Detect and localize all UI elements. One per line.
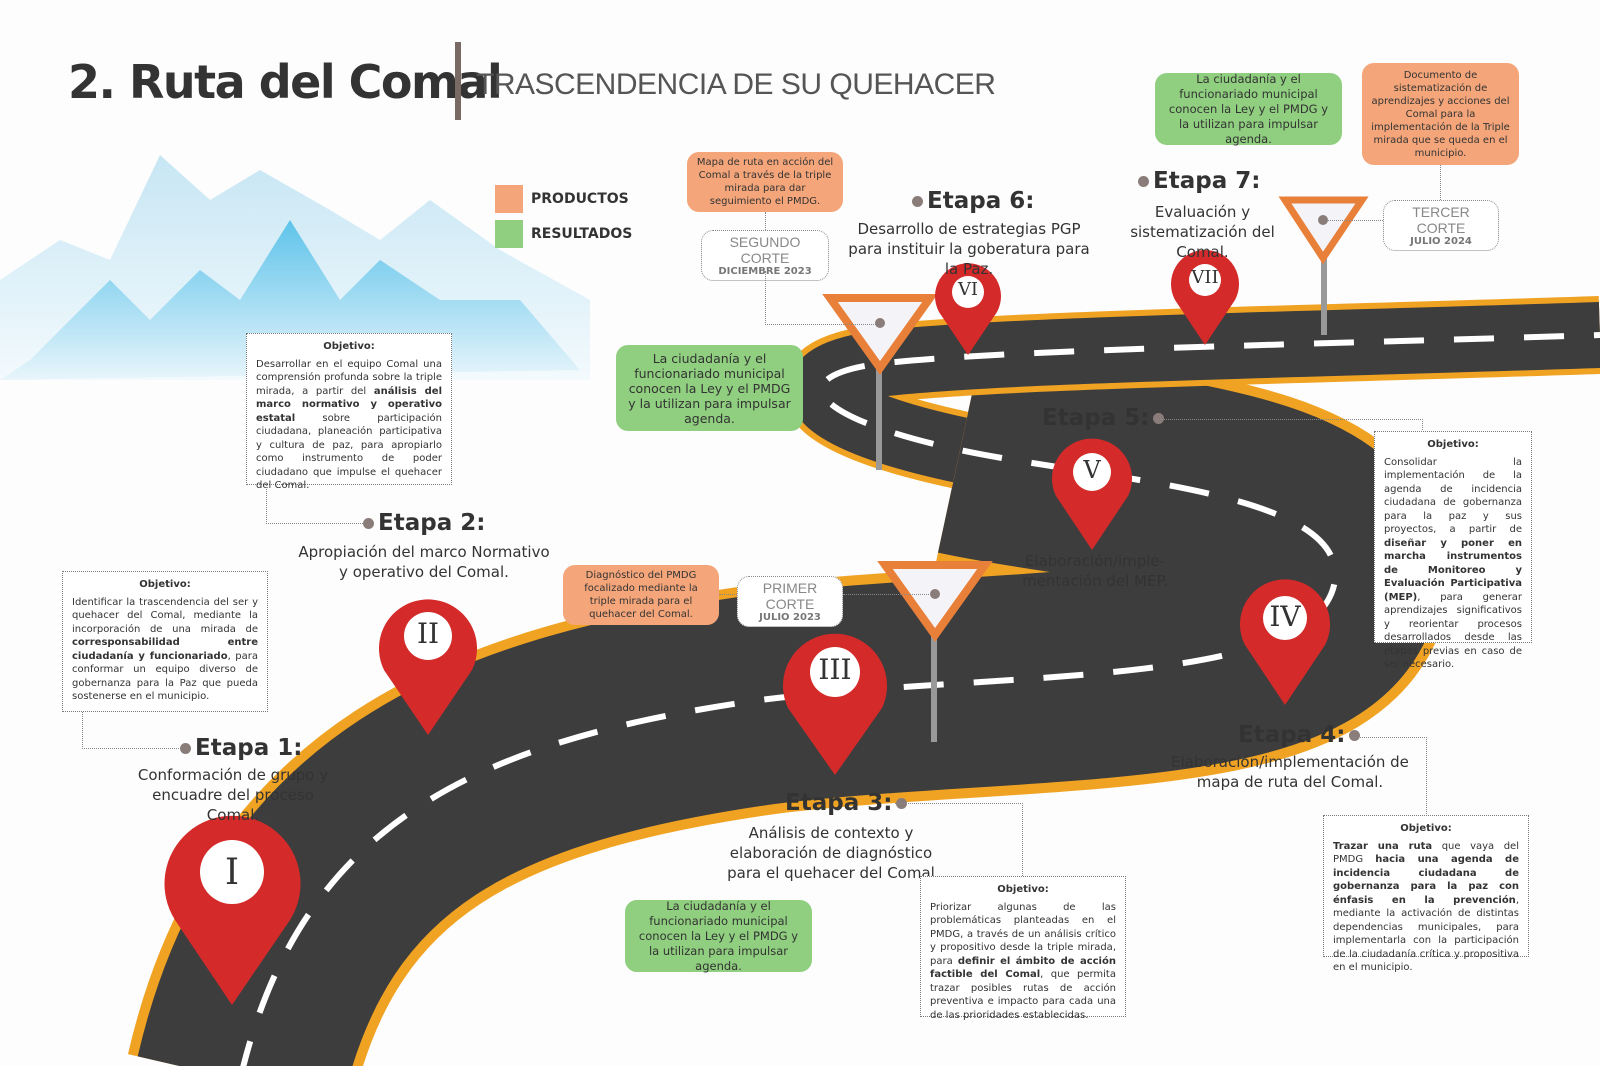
pin-numeral: I	[224, 852, 240, 893]
stage-3-objective: Objetivo: Priorizar algunas de las probl…	[920, 876, 1126, 1021]
legend-productos: PRODUCTOS	[495, 185, 629, 213]
legend-resultados: RESULTADOS	[495, 220, 632, 248]
stage-3-title: Etapa 3:	[785, 790, 908, 816]
stage-2-desc: Apropiación del marco Normativo y operat…	[298, 543, 550, 581]
yield-signs	[822, 196, 1369, 742]
pin-I	[164, 815, 301, 1005]
stage-4-title: Etapa 4:	[1238, 722, 1361, 748]
stage-2-title: Etapa 2:	[363, 510, 485, 536]
stage-4-desc: Elaboración/implementación de mapa de ru…	[1171, 753, 1409, 791]
pin-IV	[1240, 579, 1331, 705]
corte-1-product: Diagnóstico del PMDG focalizado mediante…	[563, 565, 719, 625]
title-divider	[455, 42, 461, 120]
stage-5-objective: Objetivo: Consolidar la implementación d…	[1374, 431, 1532, 670]
pin-numeral: VII	[1191, 267, 1219, 288]
corte-3-product: Documento de sistematización de aprendiz…	[1362, 63, 1519, 165]
page-title: 2. Ruta del Comal	[68, 55, 503, 109]
stage-5-title: Etapa 5:	[1042, 405, 1165, 431]
pin-III	[783, 633, 888, 775]
stage-1-desc: Conformación de grupo y encuadre del pro…	[137, 766, 329, 824]
pin-numeral: III	[818, 653, 852, 686]
stage-5-desc: Elaboración/imple-mentación del MEP.	[1022, 552, 1168, 590]
pin-numeral: VI	[957, 279, 979, 300]
corte-2-result: La ciudadanía y el funcionariado municip…	[616, 345, 803, 431]
stage-6-desc: Desarrollo de estrategias PGP para insti…	[848, 220, 1090, 278]
pin-VII	[1171, 249, 1239, 345]
stage-3-desc: Análisis de contexto y elaboración de di…	[727, 824, 935, 882]
corte-2-product: Mapa de ruta en acción del Comal a travé…	[687, 152, 843, 212]
stage-2-objective: Objetivo: Desarrollar en el equipo Comal…	[246, 333, 452, 491]
stage-6-title: Etapa 6:	[912, 188, 1034, 214]
stage-4-objective: Objetivo: Trazar una ruta que vaya del P…	[1323, 815, 1529, 973]
stage-1-title: Etapa 1:	[180, 735, 302, 761]
stage-7-desc: Evaluación y sistematización del Comal.	[1130, 203, 1275, 261]
stage-7-title: Etapa 7:	[1138, 168, 1260, 194]
road	[127, 296, 1600, 1066]
corte-1-result: La ciudadanía y el funcionariado municip…	[625, 899, 812, 973]
pin-V	[1052, 438, 1132, 550]
stage-1-objective: Objetivo: Identificar la trascendencia d…	[62, 571, 268, 712]
pin-VI	[935, 263, 1001, 355]
page-subtitle: TRASCENDENCIA DE SU QUEHACER	[476, 68, 996, 101]
pin-numeral: V	[1083, 456, 1101, 484]
pin-II	[379, 599, 477, 735]
stage-pins	[164, 249, 1331, 1005]
pin-numeral: IV	[1269, 600, 1301, 633]
pin-numeral: II	[416, 617, 440, 650]
corte-3-result: La ciudadanía y el funcionariado municip…	[1155, 72, 1342, 146]
